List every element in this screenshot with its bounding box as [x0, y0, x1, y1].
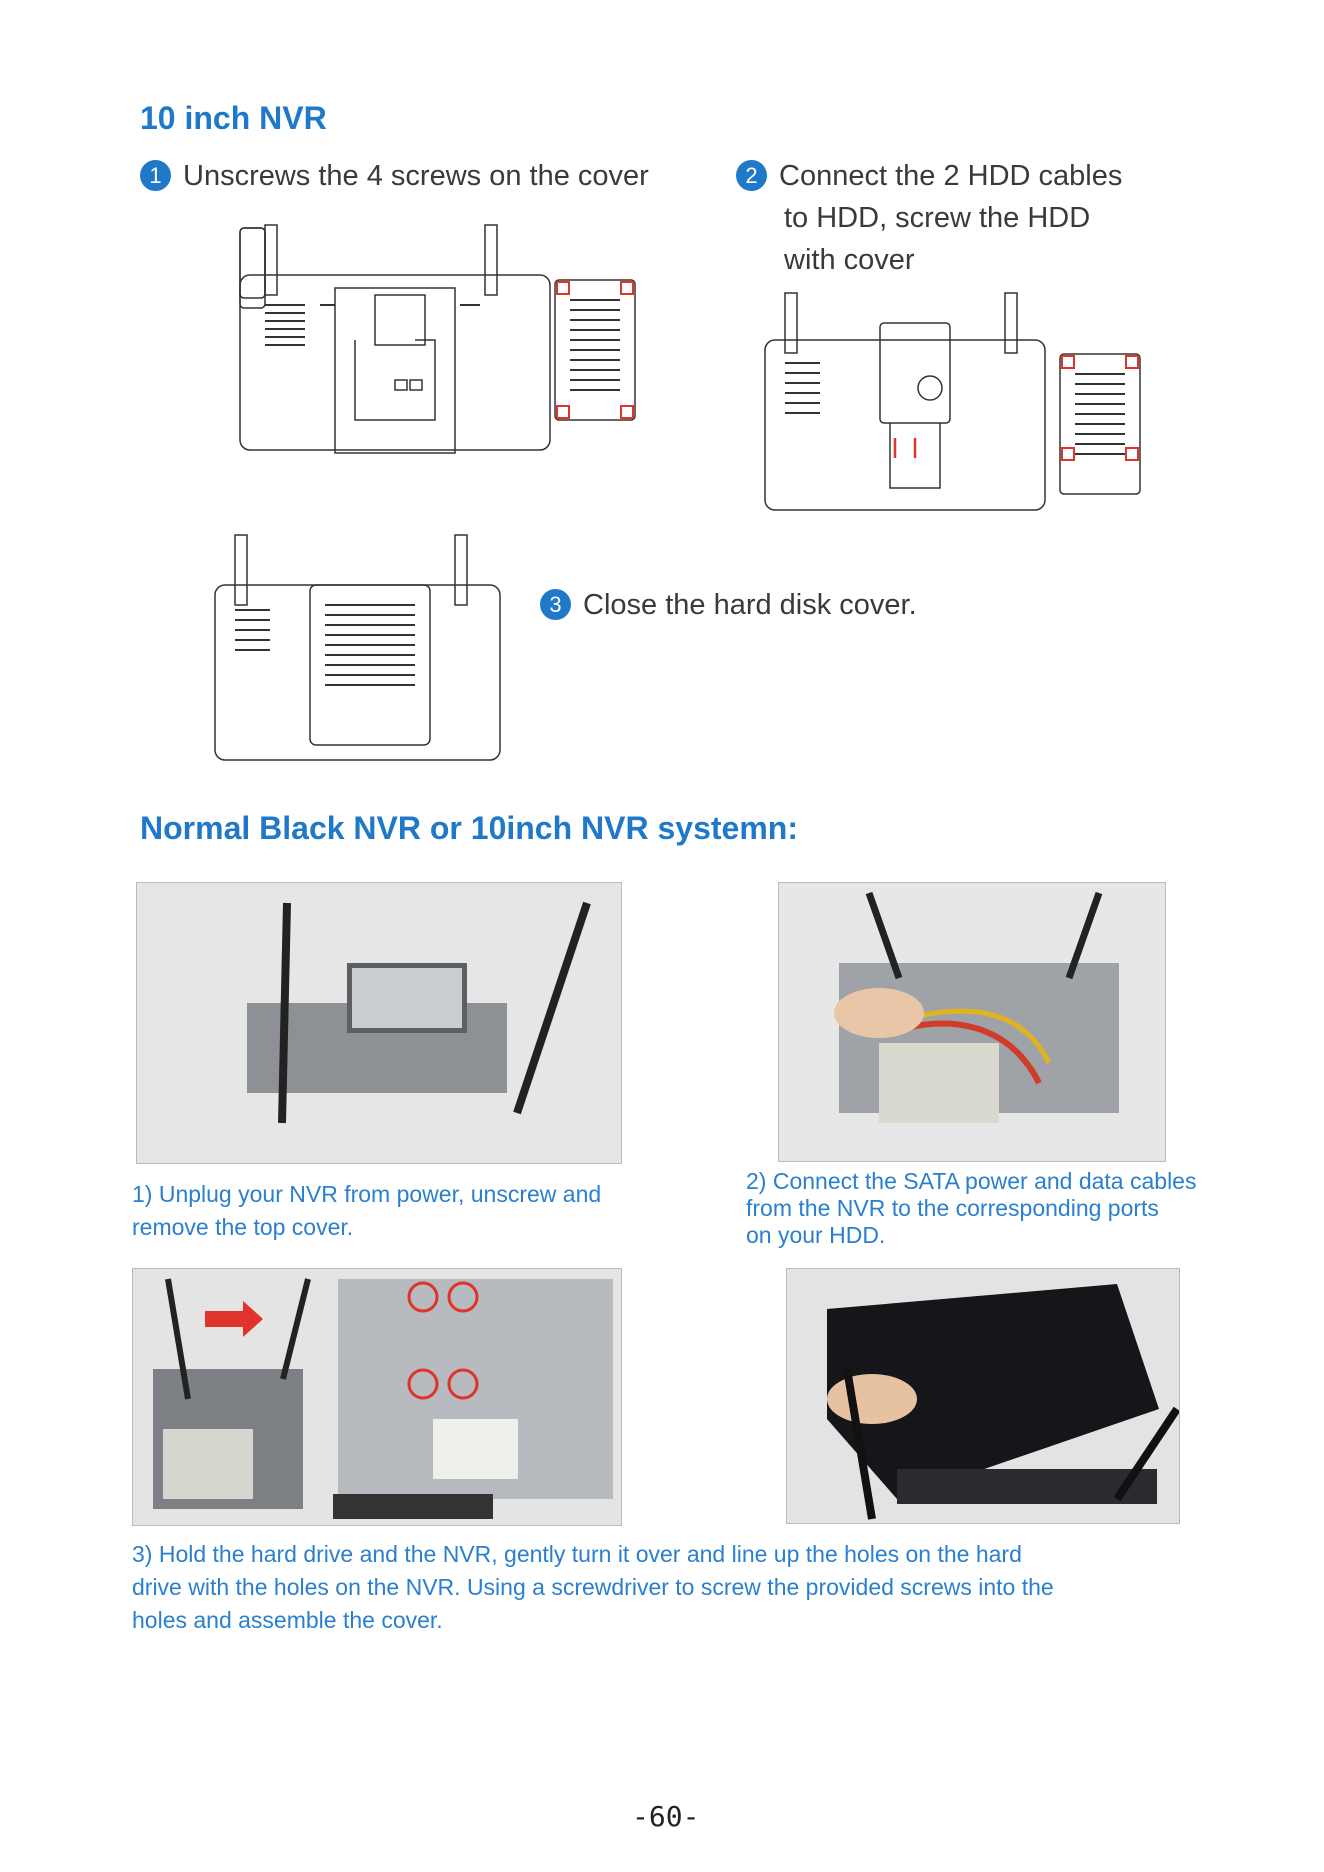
- caption-3-line2: drive with the holes on the NVR. Using a…: [132, 1574, 1054, 1600]
- diagram-hdd-connected: [760, 288, 1160, 528]
- section-title-normal-nvr: Normal Black NVR or 10inch NVR systemn:: [140, 810, 798, 846]
- caption-1-line1: 1) Unplug your NVR from power, unscrew a…: [132, 1181, 602, 1207]
- photo-remove-cover: [136, 882, 622, 1164]
- photo-close-cover: [786, 1268, 1180, 1524]
- step-number-badge: 1: [140, 160, 171, 191]
- step-3: 3 Close the hard disk cover.: [540, 584, 917, 626]
- caption-2-line1: 2) Connect the SATA power and data cable…: [746, 1168, 1197, 1194]
- step-2-text-line1: Connect the 2 HDD cables: [779, 160, 1123, 192]
- page-number: -60-: [632, 1800, 700, 1833]
- diagram-cover-closed: [210, 530, 510, 770]
- step-1-text: Unscrews the 4 screws on the cover: [183, 160, 649, 192]
- step-2-text-line3: with cover: [784, 244, 915, 276]
- photo-align-screw-holes: [132, 1268, 622, 1526]
- diagram-nvr-open-back: [235, 220, 655, 460]
- caption-2-line3: on your HDD.: [746, 1222, 886, 1248]
- caption-3: 3) Hold the hard drive and the NVR, gent…: [132, 1538, 1054, 1637]
- caption-1-line2: remove the top cover.: [132, 1214, 354, 1240]
- caption-2-line2: from the NVR to the corresponding ports: [746, 1195, 1159, 1221]
- caption-3-line3: holes and assemble the cover.: [132, 1607, 443, 1633]
- step-2-text-line2: to HDD, screw the HDD: [784, 202, 1091, 234]
- step-2: 2 Connect the 2 HDD cables to HDD, screw …: [736, 155, 1122, 281]
- caption-1: 1) Unplug your NVR from power, unscrew a…: [132, 1178, 601, 1244]
- section-title-10inch: 10 inch NVR: [140, 100, 327, 136]
- step-1: 1 Unscrews the 4 screws on the cover: [140, 155, 649, 197]
- photo-connect-sata: [778, 882, 1166, 1162]
- caption-3-line1: 3) Hold the hard drive and the NVR, gent…: [132, 1541, 1022, 1567]
- step-number-badge: 3: [540, 589, 571, 620]
- step-number-badge: 2: [736, 160, 767, 191]
- caption-2: 2) Connect the SATA power and data cable…: [746, 1168, 1196, 1249]
- step-3-text: Close the hard disk cover.: [583, 589, 917, 621]
